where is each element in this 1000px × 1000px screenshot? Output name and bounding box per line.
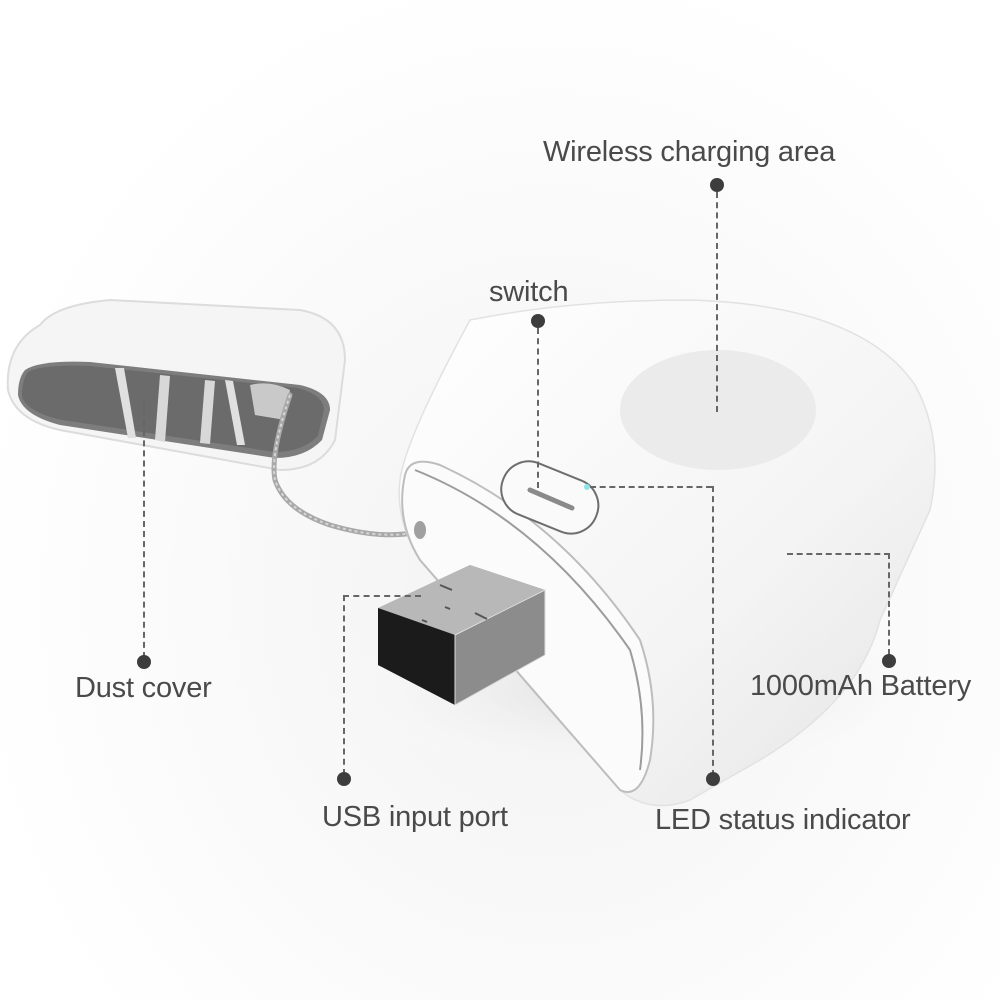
label-usb-input-port: USB input port [322,801,508,833]
dust-cover-shape [6,298,347,472]
label-led-status-indicator: LED status indicator [655,804,911,836]
wireless-dot [710,178,724,192]
switch-dot [531,314,545,328]
led-leader-h [590,486,712,488]
usb-dot [337,772,351,786]
usb-leader-v [343,595,345,775]
label-battery: 1000mAh Battery [750,670,972,702]
label-switch: switch [489,276,569,308]
battery-leader-h [787,553,890,555]
usb-leader-h [343,595,421,597]
wireless-leader [716,192,718,412]
label-dust-cover: Dust cover [75,672,212,704]
battery-leader-v [888,553,890,655]
dust-leader [143,400,145,658]
battery-dot [882,654,896,668]
led-dot [706,772,720,786]
switch-leader [537,328,539,488]
label-wireless-charging-area: Wireless charging area [543,136,836,168]
dust-dot [137,655,151,669]
led-leader-v [712,486,714,776]
usb-plug-shape [378,565,546,706]
